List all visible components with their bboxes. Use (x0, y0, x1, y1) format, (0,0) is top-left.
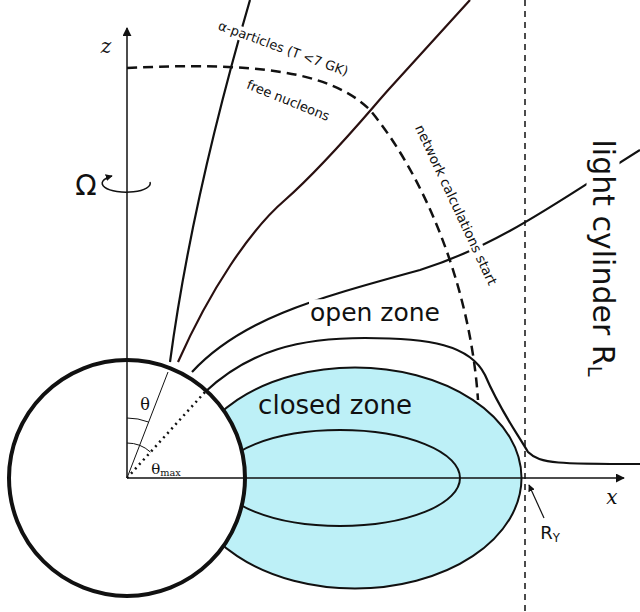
axis-label: x (605, 486, 618, 508)
light-cylinder-line (524, 0, 526, 612)
theta-max-arc (127, 443, 150, 452)
ry-pointer (529, 485, 544, 518)
subscript: max (160, 467, 181, 478)
theta-line (127, 372, 168, 478)
field-lines (170, 0, 640, 464)
angle-label: θmax (150, 461, 182, 478)
radius-label: RY (539, 523, 561, 543)
light-cylinder-label: light cylinder RL (587, 138, 620, 377)
zone-label: open zone (309, 299, 441, 327)
theta-arc (127, 418, 149, 422)
angle-label: θ (139, 396, 151, 414)
subscript: L (583, 366, 606, 377)
x-axis (127, 477, 624, 479)
region-label: closed zone (258, 391, 412, 420)
rotation-arrow (102, 176, 150, 192)
axis-label: z (100, 35, 113, 57)
theta-max-line (127, 392, 205, 478)
rotation-label: Ω (74, 171, 97, 202)
boundary-note: network calculations start (412, 122, 500, 289)
region-note: free nucleons (244, 78, 333, 125)
network-boundary (127, 66, 478, 400)
subscript: Y (553, 531, 560, 545)
z-axis (126, 28, 128, 478)
closed-zone-region: closed zone (187, 366, 523, 590)
